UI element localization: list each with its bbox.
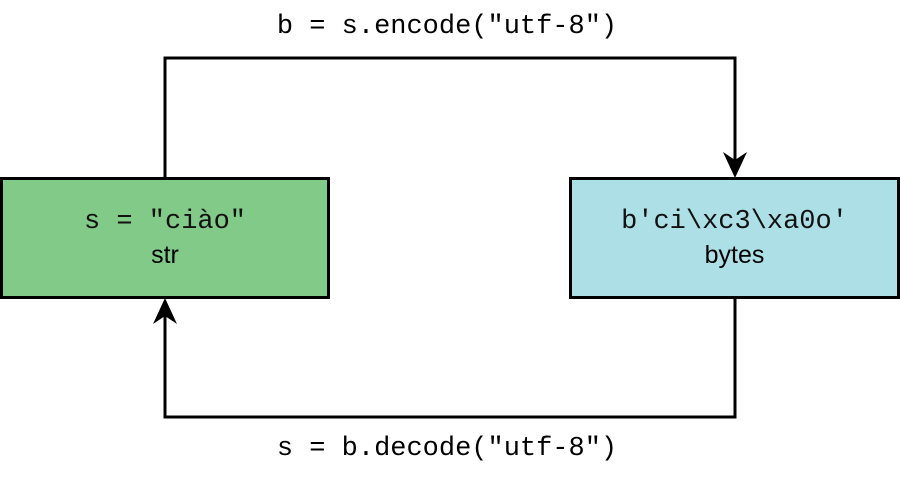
str-node-type: str bbox=[151, 241, 179, 269]
decode-arrowhead-icon bbox=[153, 298, 177, 324]
bytes-node-code: b'ci\xc3\xa0o' bbox=[621, 207, 848, 237]
encode-arrowhead-icon bbox=[723, 152, 747, 178]
encode-arrow bbox=[163, 56, 737, 178]
bytes-node-type: bytes bbox=[704, 241, 765, 269]
str-node: s = "ciào" str bbox=[0, 177, 330, 299]
str-node-code: s = "ciào" bbox=[83, 207, 247, 237]
decode-arrow bbox=[163, 298, 737, 419]
decode-label: s = b.decode("utf-8") bbox=[276, 434, 618, 464]
encode-label: b = s.encode("utf-8") bbox=[276, 12, 618, 42]
bytes-node: b'ci\xc3\xa0o' bytes bbox=[569, 177, 900, 299]
